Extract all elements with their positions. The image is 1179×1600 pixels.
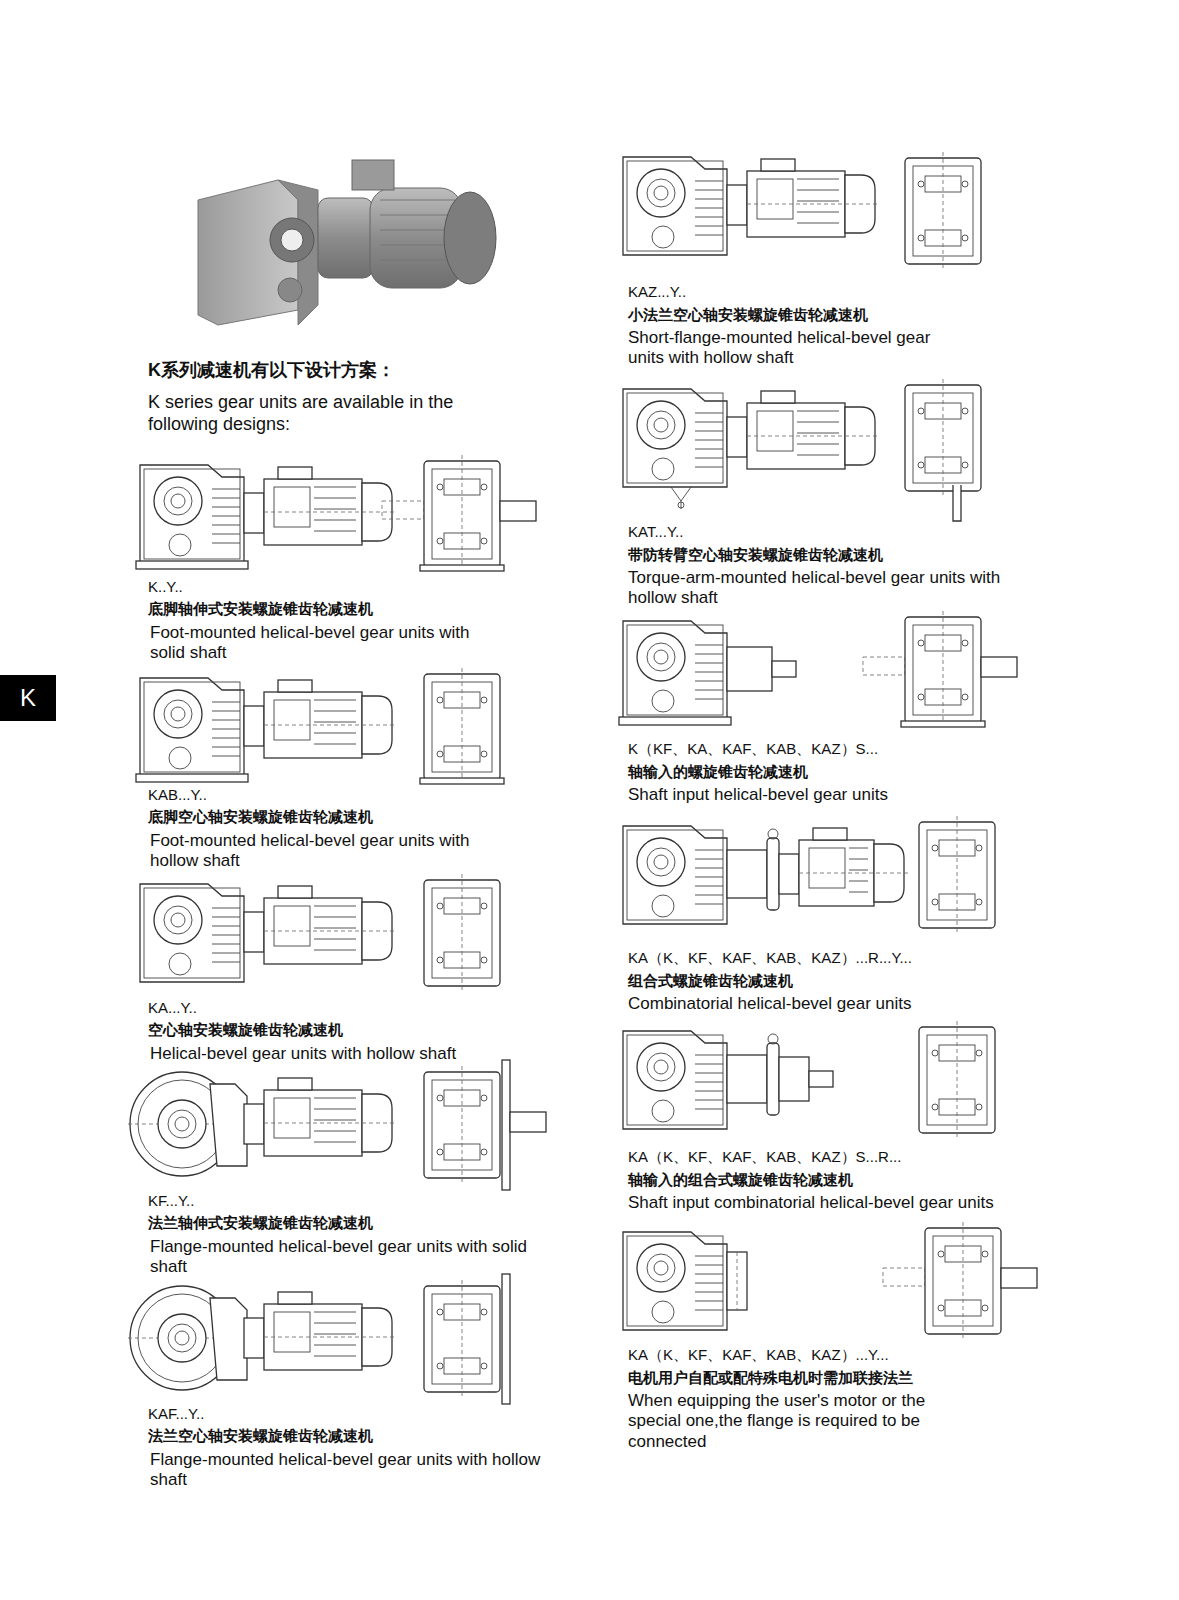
caption-cn: 电机用户自配或配特殊电机时需加联接法兰 — [628, 1369, 913, 1387]
side-view — [140, 884, 397, 982]
model-code: KA（K、KF、KAF、KAB、KAZ）...Y... — [628, 1346, 889, 1364]
caption-cn: 轴输入的组合式螺旋锥齿轮减速机 — [628, 1171, 853, 1189]
caption-cn: 带防转臂空心轴安装螺旋锥齿轮减速机 — [628, 546, 883, 564]
end-view — [424, 1060, 546, 1190]
model-code: KA...Y.. — [148, 999, 197, 1017]
gearmotor-photo — [198, 160, 496, 325]
caption-cn: 空心轴安装螺旋锥齿轮减速机 — [148, 1021, 343, 1039]
caption-cn: 小法兰空心轴安装螺旋锥齿轮减速机 — [628, 306, 868, 324]
end-view — [919, 816, 995, 934]
section-heading: K系列减速机有以下设计方案： — [148, 360, 395, 382]
section-heading: K series gear units are available in the… — [148, 392, 493, 435]
side-view — [128, 1072, 397, 1176]
caption-cn: 法兰空心轴安装螺旋锥齿轮减速机 — [148, 1427, 373, 1445]
end-view — [420, 668, 504, 786]
caption-en: Flange-mounted helical-bevel gear units … — [150, 1237, 550, 1278]
caption-en: Foot-mounted helical-bevel gear units wi… — [150, 831, 495, 872]
side-view — [136, 678, 397, 782]
side-view — [623, 157, 880, 255]
end-view — [905, 152, 981, 270]
model-code: KAZ...Y.. — [628, 283, 686, 301]
end-view — [382, 455, 536, 573]
caption-en: Foot-mounted helical-bevel gear units wi… — [150, 623, 490, 664]
side-view — [623, 826, 909, 924]
caption-en: Flange-mounted helical-bevel gear units … — [150, 1450, 550, 1491]
caption-cn: 法兰轴伸式安装螺旋锥齿轮减速机 — [148, 1214, 373, 1232]
caption-en: Shaft input helical-bevel gear units — [628, 785, 1028, 805]
caption-cn: 组合式螺旋锥齿轮减速机 — [628, 972, 793, 990]
model-code: K（KF、KA、KAF、KAB、KAZ）S... — [628, 740, 878, 758]
section-tab: K — [0, 675, 56, 721]
end-view — [905, 379, 981, 521]
side-view — [136, 465, 397, 569]
model-code: KF...Y.. — [148, 1192, 194, 1210]
side-view — [623, 1232, 747, 1330]
model-code: KAB...Y.. — [148, 786, 207, 804]
caption-en: Short-flange-mounted helical-bevel gear … — [628, 328, 958, 369]
model-code: KA（K、KF、KAF、KAB、KAZ）S...R... — [628, 1148, 901, 1166]
caption-cn: 底脚空心轴安装螺旋锥齿轮减速机 — [148, 808, 373, 826]
model-code: K..Y.. — [148, 578, 183, 596]
side-view — [128, 1286, 397, 1390]
end-view — [863, 611, 1017, 729]
end-view — [919, 1021, 995, 1139]
end-view — [424, 874, 500, 992]
side-view — [623, 389, 880, 509]
end-view — [424, 1274, 510, 1404]
caption-en: Shaft input combinatorial helical-bevel … — [628, 1193, 1078, 1213]
caption-en: Combinatorial helical-bevel gear units — [628, 994, 1028, 1014]
side-view — [623, 1031, 833, 1129]
caption-cn: 底脚轴伸式安装螺旋锥齿轮减速机 — [148, 600, 373, 618]
side-view — [619, 621, 796, 725]
model-code: KA（K、KF、KAF、KAB、KAZ）...R...Y... — [628, 949, 912, 967]
end-view — [883, 1222, 1037, 1340]
tab-letter: K — [20, 685, 36, 711]
model-code: KAT...Y.. — [628, 523, 683, 541]
caption-en: Torque-arm-mounted helical-bevel gear un… — [628, 568, 1038, 609]
caption-en: When equipping the user's motor or the s… — [628, 1391, 973, 1452]
caption-en: Helical-bevel gear units with hollow sha… — [150, 1044, 560, 1064]
model-code: KAF...Y.. — [148, 1405, 204, 1423]
caption-cn: 轴输入的螺旋锥齿轮减速机 — [628, 763, 808, 781]
